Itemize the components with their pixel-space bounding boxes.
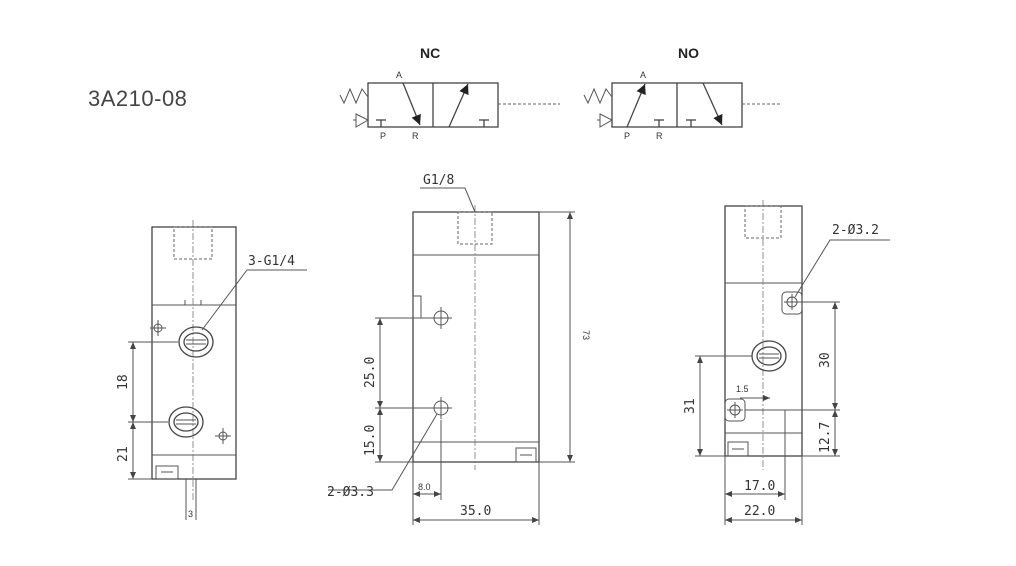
center-dim-15: 15.0 [363, 425, 378, 456]
no-port-r: R [656, 131, 663, 141]
nc-port-r: R [412, 131, 419, 141]
no-port-a: A [640, 70, 646, 80]
nc-valve-symbol: NC A P R [339, 45, 560, 141]
center-dim-73: 73 [581, 330, 591, 340]
right-dim-31: 31 [683, 398, 698, 414]
right-hole-callout: 2-Ø3.2 [832, 223, 879, 238]
nc-port-p: P [380, 131, 386, 141]
right-dim-30: 30 [818, 352, 833, 368]
nc-port-a: A [396, 70, 402, 80]
right-dim-1-5: 1.5 [736, 384, 749, 394]
no-port-p: P [624, 131, 630, 141]
model-number: 3A210-08 [88, 86, 188, 111]
center-dim-25: 25.0 [363, 357, 378, 388]
center-hole-callout: 2-Ø3.3 [327, 485, 374, 500]
left-port-callout: 3-G1/4 [248, 254, 295, 269]
left-dim-18: 18 [116, 374, 131, 390]
no-valve-symbol: NO A P R [583, 45, 782, 141]
left-dim-3: 3 [188, 509, 193, 519]
right-dim-17: 17.0 [744, 479, 775, 494]
center-view: G1/8 25.0 15.0 2-Ø3.3 8.0 35.0 73 [327, 173, 591, 525]
right-view: 2-Ø3.2 30 12.7 1.5 31 17.0 22.0 [683, 200, 890, 525]
right-dim-12-7: 12.7 [818, 422, 833, 453]
left-dim-21: 21 [116, 446, 131, 462]
right-dim-22: 22.0 [744, 504, 775, 519]
nc-title: NC [420, 45, 440, 61]
no-title: NO [678, 45, 699, 61]
left-view: 3-G1/4 18 21 3 [116, 220, 307, 520]
center-dim-8: 8.0 [418, 482, 431, 492]
center-dim-35: 35.0 [460, 504, 491, 519]
center-port-callout: G1/8 [423, 173, 454, 188]
